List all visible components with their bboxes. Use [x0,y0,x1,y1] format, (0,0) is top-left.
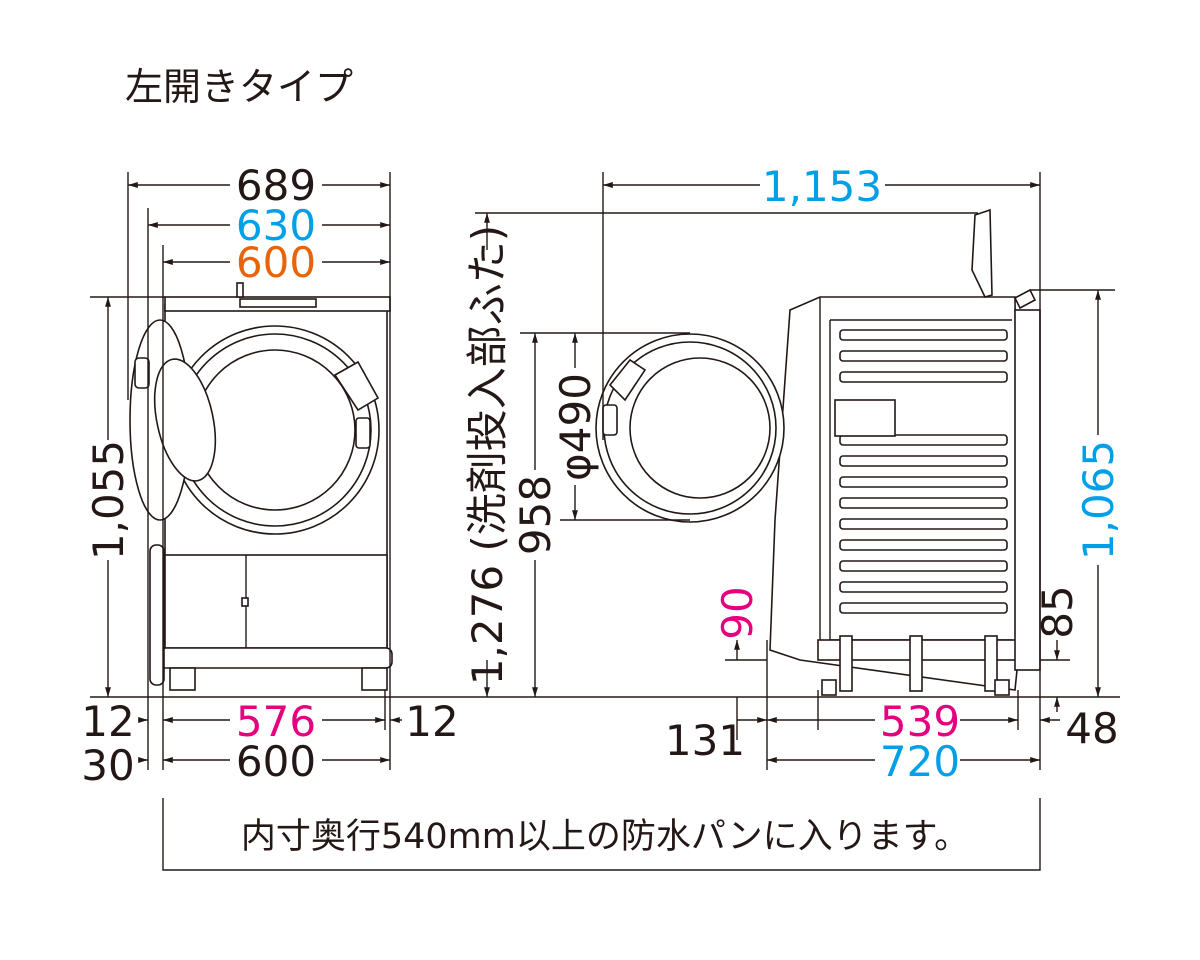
front-width-600: 600 [236,238,316,287]
front-base-width-600: 600 [236,737,316,786]
vent-slot [839,560,1008,572]
vent-slot [839,434,1008,446]
side-door-height-958: 958 [511,475,560,555]
front-inner-width-576: 576 [236,697,316,746]
vent-slot [839,539,1008,551]
front-margin-right-12: 12 [405,697,458,746]
front-width-689: 689 [236,161,316,210]
side-view-machine [595,208,1041,696]
vent-slot [839,602,1008,614]
side-panel-vent [834,399,896,437]
vent-slot [839,455,1008,467]
vent-slot [839,371,1008,383]
front-dimensions: 689 630 600 1,055 12 576 12 30 600 [81,161,458,790]
vent-slot [839,476,1008,488]
vent-slot [839,497,1008,509]
vent-slot [839,350,1008,362]
side-height-85: 85 [1033,585,1082,638]
side-dimensions: 1,153 1,276 (洗剤投入部ふた) 958 φ490 90 131 53… [463,162,1123,786]
vent-slot [839,518,1008,530]
side-height-90: 90 [713,586,762,639]
page-title: 左開きタイプ [125,65,353,109]
front-view-machine [129,282,393,691]
side-depth-131: 131 [665,716,745,765]
side-depth-720: 720 [880,737,960,786]
note-text: 内寸奥行540mm以上の防水パンに入ります。 [241,817,969,857]
front-offset-30: 30 [81,741,134,790]
side-height-1276-lid: 1,276 (洗剤投入部ふた) [463,225,512,685]
front-width-630: 630 [236,201,316,250]
side-height-1065: 1,065 [1074,440,1123,560]
side-depth-539: 539 [880,697,960,746]
front-height-1055: 1,055 [84,440,133,560]
vent-slot [839,581,1008,593]
side-door-diameter-490: φ490 [551,373,600,481]
side-depth-1153: 1,153 [762,162,882,211]
note-box: 内寸奥行540mm以上の防水パンに入ります。 [162,798,1041,871]
front-margin-left-12: 12 [81,697,134,746]
side-depth-48: 48 [1065,704,1118,753]
vent-slot [839,329,1008,341]
